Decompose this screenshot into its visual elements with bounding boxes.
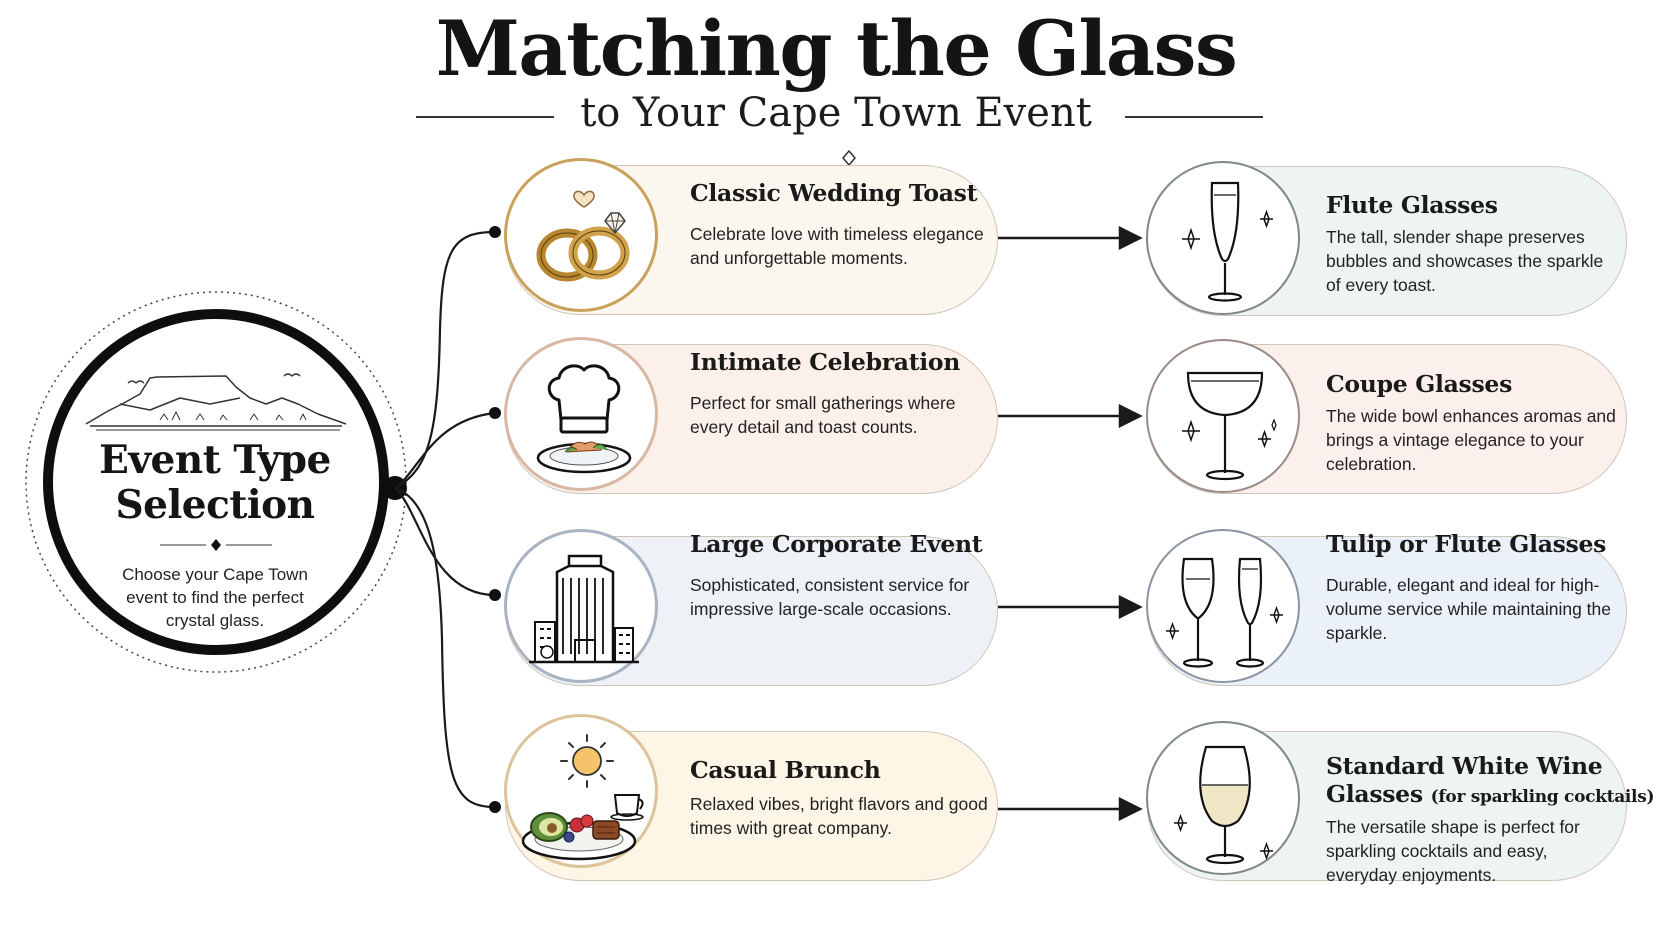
page-title: Matching the Glass bbox=[435, 4, 1238, 93]
hub-title-line2: Selection bbox=[115, 482, 315, 528]
glass-icon-circle-white-wine bbox=[1146, 721, 1300, 875]
white-wine-glass-icon bbox=[1174, 745, 1273, 865]
branch-corporate bbox=[394, 487, 496, 597]
hub-diamond-icon bbox=[211, 539, 221, 551]
arrows bbox=[998, 225, 1143, 822]
event-desc-celebration: Perfect for small gatherings where every… bbox=[690, 393, 956, 437]
event-title-corporate: Large Corporate Event bbox=[690, 530, 983, 558]
glass-title-white-wine-note: (for sparkling cocktails) bbox=[1430, 787, 1655, 807]
chef-hat-plate-icon bbox=[536, 364, 632, 474]
brunch-plate-sun-icon bbox=[521, 734, 644, 861]
glass-desc-flute: The tall, slender shape preserves bubble… bbox=[1326, 227, 1604, 295]
glass-icon-circle-tulip bbox=[1146, 529, 1300, 683]
office-building-icon bbox=[529, 554, 639, 664]
table-mountain-icon bbox=[85, 373, 347, 431]
flute-glass-icon bbox=[1182, 181, 1273, 302]
event-icon-circle-wedding bbox=[504, 158, 658, 312]
hub-title: Event Type Selection bbox=[62, 438, 368, 528]
event-icon-circle-celebration bbox=[504, 337, 658, 491]
glass-title-tulip: Tulip or Flute Glasses bbox=[1326, 530, 1607, 558]
glass-title-white-wine: Standard White Wine Glasses (for sparkli… bbox=[1326, 752, 1655, 811]
tulip-flute-glasses-icon bbox=[1166, 557, 1283, 668]
glass-desc-coupe: The wide bowl enhances aromas and brings… bbox=[1326, 406, 1616, 474]
glass-title-coupe: Coupe Glasses bbox=[1326, 370, 1512, 398]
glass-desc-white-wine: The versatile shape is perfect for spark… bbox=[1326, 817, 1580, 885]
page-subtitle: to Your Cape Town Event bbox=[580, 90, 1092, 136]
glass-icon-circle-flute bbox=[1146, 161, 1300, 315]
event-title-wedding: Classic Wedding Toast bbox=[690, 179, 978, 207]
branch-wedding bbox=[394, 230, 496, 489]
hub-title-line1: Event Type bbox=[99, 437, 331, 483]
subtitle-rule-right bbox=[1125, 116, 1263, 118]
glass-title-white-wine-line2: Glasses bbox=[1326, 780, 1423, 808]
glass-desc-tulip: Durable, elegant and ideal for high-volu… bbox=[1326, 575, 1611, 643]
event-desc-brunch: Relaxed vibes, bright flavors and good t… bbox=[690, 794, 988, 838]
branch-celebration bbox=[394, 411, 496, 489]
event-desc-wedding: Celebrate love with timeless elegance an… bbox=[690, 224, 984, 268]
branch-brunch bbox=[394, 486, 496, 809]
glass-icon-circle-coupe bbox=[1146, 339, 1300, 493]
event-title-brunch: Casual Brunch bbox=[690, 756, 881, 784]
wedding-rings-icon bbox=[536, 190, 630, 282]
event-desc-corporate: Sophisticated, consistent service for im… bbox=[690, 575, 970, 619]
glass-title-flute: Flute Glasses bbox=[1326, 191, 1498, 219]
hub-node bbox=[383, 476, 407, 500]
diamond-ornament-icon bbox=[842, 149, 856, 167]
event-icon-circle-corporate bbox=[504, 529, 658, 683]
event-icon-circle-brunch bbox=[504, 714, 658, 868]
event-title-celebration: Intimate Celebration bbox=[690, 348, 961, 376]
hub-description: Choose your Cape Town event to find the … bbox=[122, 565, 308, 630]
coupe-glass-icon bbox=[1182, 371, 1277, 481]
glass-title-white-wine-line1: Standard White Wine bbox=[1326, 752, 1603, 780]
subtitle-rule-left bbox=[416, 116, 554, 118]
